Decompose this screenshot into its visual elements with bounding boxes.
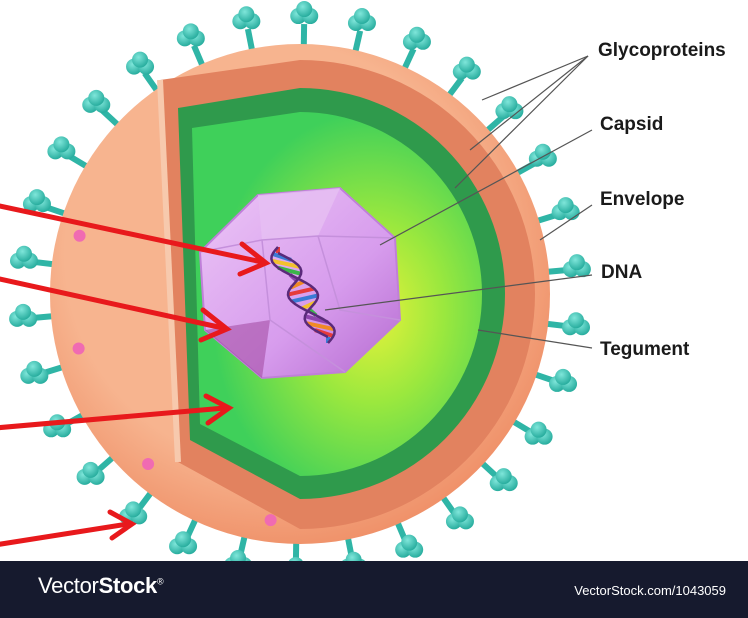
envelope-protein-dot [74, 230, 86, 242]
glycoprotein-spike [402, 27, 431, 75]
label-glycoproteins: Glycoproteins [598, 40, 726, 61]
label-tegument: Tegument [600, 339, 690, 360]
brand-bold: Stock [99, 573, 157, 598]
footer-bar: VectorStock® VectorStock.com/1043059 [0, 561, 748, 618]
virus-diagram: Glycoproteins Capsid Envelope DNA Tegume… [0, 0, 748, 561]
label-capsid: Capsid [600, 114, 663, 135]
arrow-envelope [0, 512, 132, 545]
label-dna: DNA [601, 262, 642, 283]
vectorstock-logo: VectorStock® [38, 573, 163, 599]
footer-url: VectorStock.com/1043059 [574, 583, 726, 598]
glycoprotein-spike [82, 90, 122, 129]
brand-mark: ® [157, 577, 163, 587]
glycoprotein-spike [126, 52, 161, 96]
label-envelope: Envelope [600, 189, 684, 210]
glycoprotein-spike [511, 144, 556, 177]
envelope-protein-dot [142, 458, 154, 470]
glycoprotein-spike [47, 136, 92, 169]
brand-light: Vector [38, 573, 99, 598]
envelope-protein-dot [73, 343, 85, 355]
glycoprotein-spike [177, 23, 205, 71]
envelope-protein-dot [265, 514, 277, 526]
glycoprotein-spike [482, 96, 523, 135]
glycoprotein-spike [445, 57, 481, 101]
